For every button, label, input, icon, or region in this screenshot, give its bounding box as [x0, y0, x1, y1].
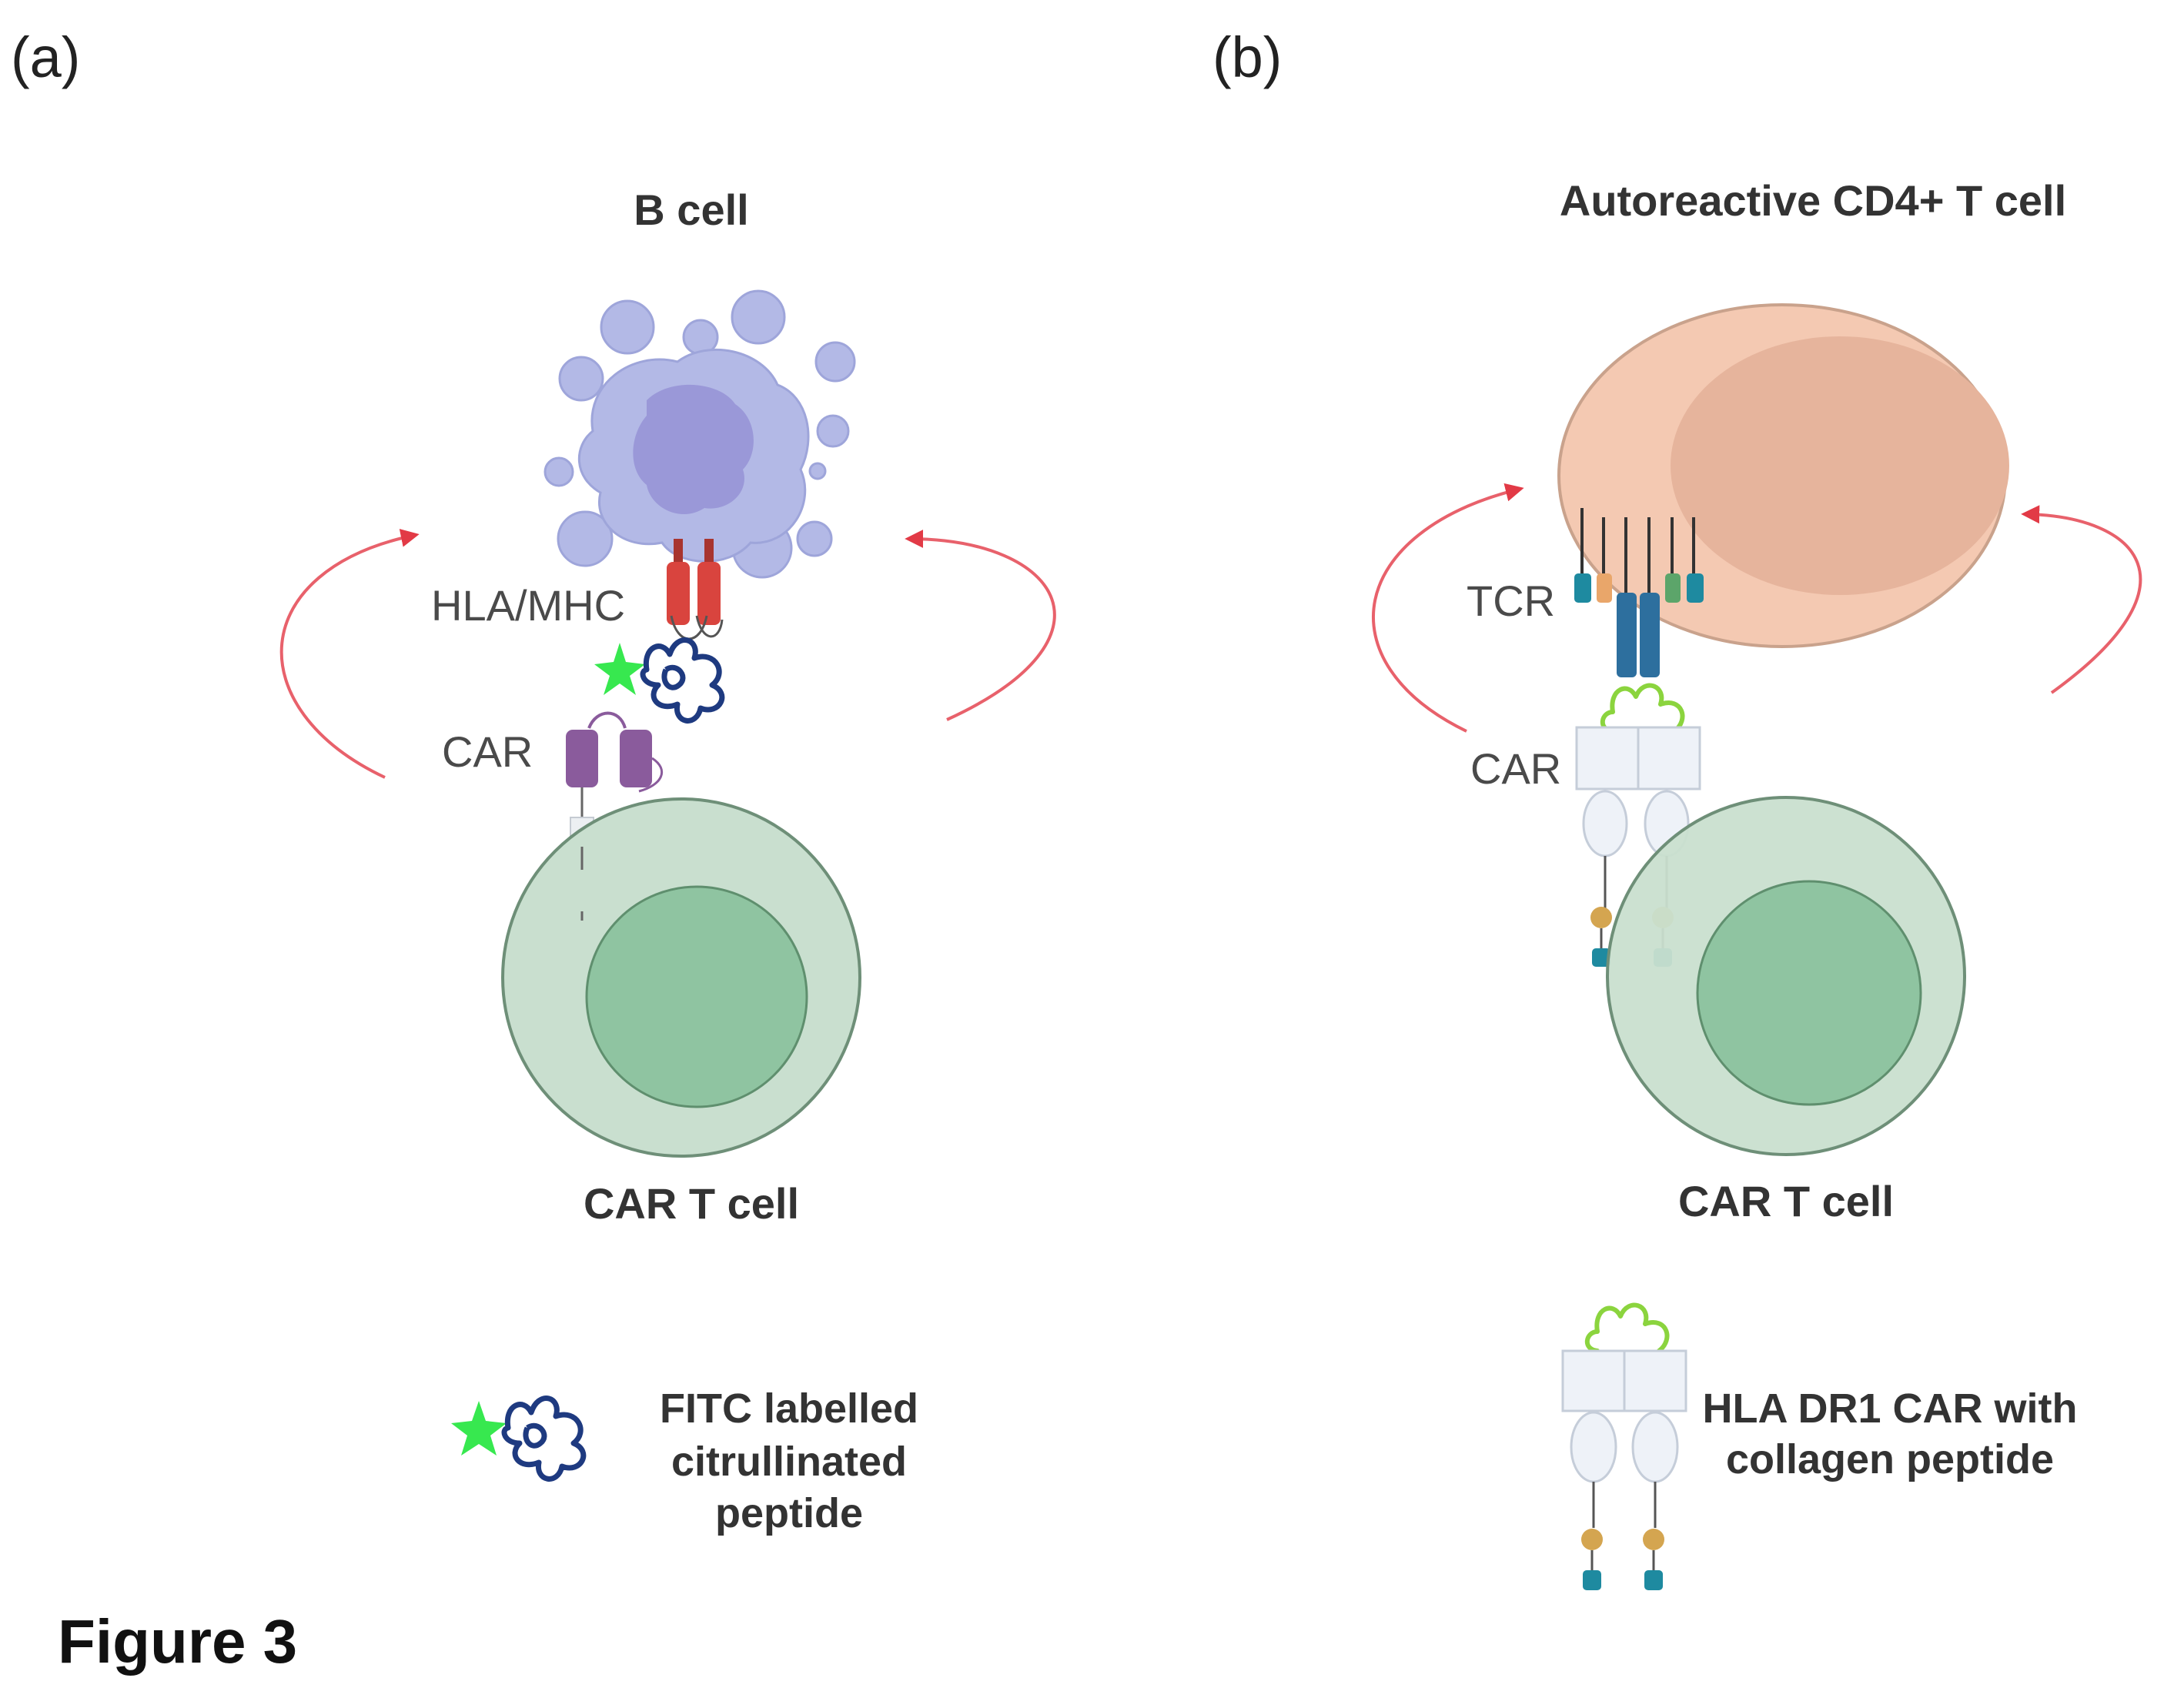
cycle-arrow-left — [279, 529, 420, 779]
legend-a: FITC labelled citrullinated peptide — [451, 1385, 918, 1536]
legend-car-domain — [1631, 1411, 1679, 1483]
panel-b: (b) Autoreactive CD4+ T cell TCR — [1212, 25, 2142, 1590]
tcr — [1574, 508, 1704, 677]
legend-car-domain — [1561, 1349, 1626, 1412]
car-t-cell-b — [1606, 796, 1966, 1156]
legend-b-line-2: collagen peptide — [1726, 1436, 2054, 1482]
hla-mhc — [667, 539, 724, 640]
legend-b: HLA DR1 CAR with collagen peptide — [1561, 1302, 2078, 1590]
car-t-cell-a — [501, 797, 861, 1158]
panel-b-label: (b) — [1212, 25, 1282, 89]
legend-car-domain — [1623, 1349, 1687, 1412]
b-cell-title: B cell — [634, 186, 748, 234]
car-t-cell-label-a: CAR T cell — [584, 1179, 799, 1228]
legend-fitc-star-icon — [451, 1401, 507, 1456]
fitc-star-icon — [594, 643, 645, 695]
fitc-peptide-a — [594, 637, 725, 724]
legend-a-line-2: citrullinated — [671, 1439, 907, 1485]
legend-b-line-1: HLA DR1 CAR with — [1703, 1385, 2078, 1432]
hla-mhc-label: HLA/MHC — [431, 581, 625, 630]
cycle-arrow-right-b — [2021, 505, 2142, 694]
car-t-cell-label-b: CAR T cell — [1678, 1177, 1894, 1225]
b-cell-blebs — [543, 289, 856, 579]
legend-a-line-1: FITC labelled — [660, 1385, 918, 1432]
b-cell — [543, 289, 856, 579]
hla-dr1-car-b — [1575, 726, 1701, 967]
cycle-arrow-left-b — [1371, 483, 1524, 733]
peptide-coil — [640, 637, 725, 724]
legend-a-line-3: peptide — [715, 1490, 863, 1536]
figure-label: Figure 3 — [58, 1607, 297, 1676]
panel-a-label: (a) — [11, 25, 80, 89]
panel-a: (a) B cell — [11, 25, 1056, 1536]
autoreactive-cell-title: Autoreactive CD4+ T cell — [1560, 176, 2066, 225]
car-label-b: CAR — [1470, 744, 1561, 793]
car-label-a: CAR — [442, 727, 533, 776]
cycle-arrow-right — [905, 530, 1056, 721]
legend-peptide-coil — [501, 1396, 587, 1482]
legend-car-domain — [1570, 1411, 1617, 1483]
b-cell-nucleus — [633, 384, 754, 515]
tcr-label: TCR — [1467, 577, 1555, 625]
